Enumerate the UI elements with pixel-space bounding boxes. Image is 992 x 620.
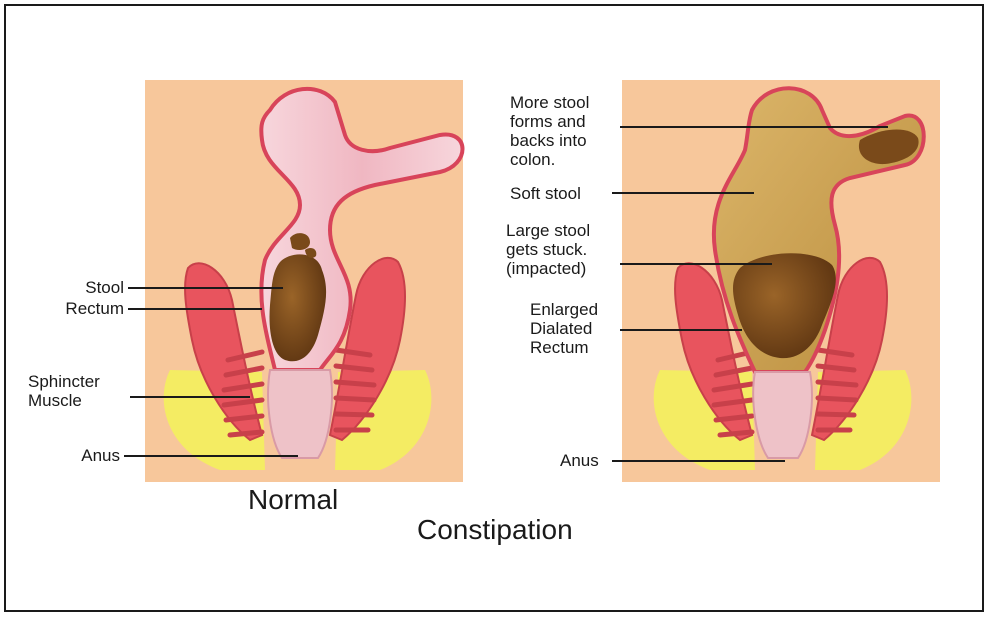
label-anus-normal: Anus [40,446,120,465]
label-large-stool-line1: Large stool [506,221,590,240]
label-more-stool-line4: colon. [510,150,589,169]
normal-panel [124,80,463,482]
label-more-stool: More stool forms and backs into colon. [510,93,589,169]
caption-normal: Normal [248,484,338,516]
label-more-stool-line2: forms and [510,112,589,131]
constipation-anal-canal [753,372,812,458]
label-large-stool-line2: gets stuck. [506,240,590,259]
label-soft-stool: Soft stool [510,184,581,203]
label-more-stool-line1: More stool [510,93,589,112]
label-sphincter-line2: Muscle [28,391,100,410]
label-large-stool: Large stool gets stuck. (impacted) [506,221,590,278]
label-enlarged-line2: Dialated [530,319,598,338]
caption-constipation: Constipation [417,514,573,546]
normal-anal-canal [268,370,332,458]
label-sphincter-line1: Sphincter [28,372,100,391]
label-enlarged-line1: Enlarged [530,300,598,319]
label-more-stool-line3: backs into [510,131,589,150]
label-anus-constipation: Anus [560,451,599,470]
label-large-stool-line3: (impacted) [506,259,590,278]
label-rectum: Rectum [40,299,124,318]
label-stool: Stool [40,278,124,297]
label-enlarged-line3: Rectum [530,338,598,357]
label-enlarged-rectum: Enlarged Dialated Rectum [530,300,598,357]
label-sphincter-muscle: Sphincter Muscle [28,372,100,410]
constipation-panel [612,80,940,482]
